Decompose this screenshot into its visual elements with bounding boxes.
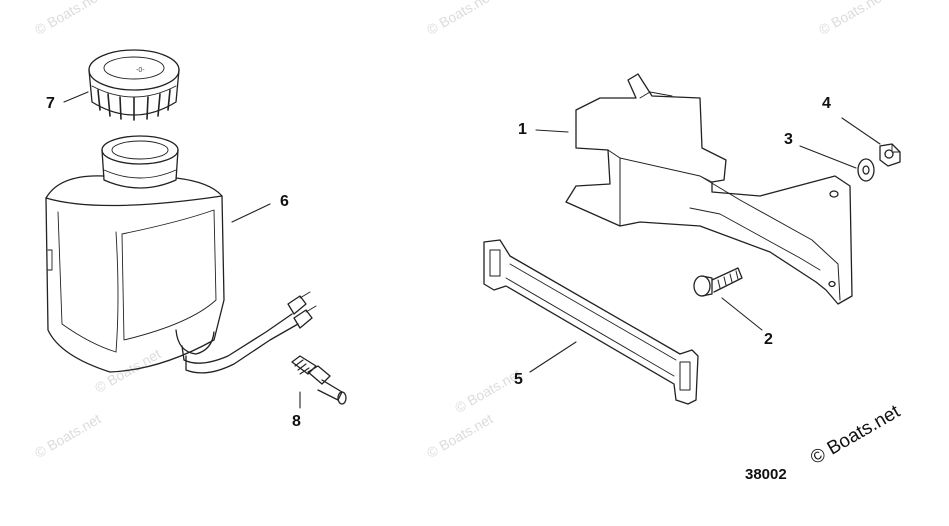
screw: [693, 267, 743, 297]
callout-4: 4: [822, 95, 831, 112]
oil-reservoir-tank: [45, 135, 317, 374]
callout-3: 3: [784, 131, 793, 148]
callout-8: 8: [292, 413, 301, 430]
retaining-strap: [483, 239, 699, 405]
reservoir-cap: -0-: [88, 49, 180, 121]
nut: [879, 143, 901, 167]
washer: [857, 158, 875, 182]
callout-2: 2: [764, 331, 773, 348]
callout-7: 7: [46, 95, 55, 112]
callout-1: 1: [518, 121, 527, 138]
mounting-bracket: [565, 73, 853, 305]
svg-text:-0-: -0-: [136, 67, 145, 74]
drawing-number: 38002: [745, 466, 787, 483]
callout-6: 6: [280, 193, 289, 210]
callout-5: 5: [514, 371, 523, 388]
leader-lines: [63, 91, 881, 409]
hose-fitting: [291, 355, 347, 405]
